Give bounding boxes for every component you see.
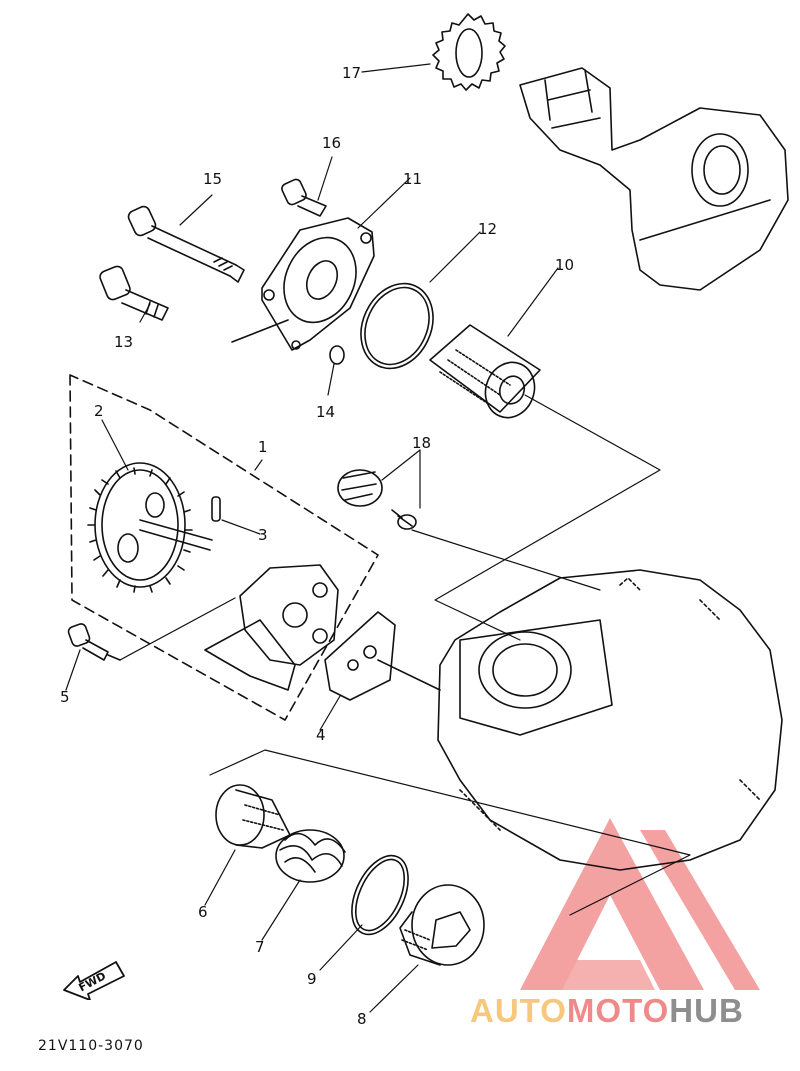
callout-7: 7 bbox=[255, 938, 265, 956]
part-9-o-ring bbox=[351, 854, 409, 936]
part-6-strainer bbox=[215, 784, 291, 849]
part-3-pin bbox=[211, 496, 221, 522]
crankshaft-assembly bbox=[519, 67, 789, 291]
callout-8: 8 bbox=[357, 1010, 367, 1028]
callout-2: 2 bbox=[94, 402, 104, 420]
part-8-drain-plug bbox=[399, 884, 485, 966]
callout-13: 13 bbox=[114, 333, 134, 351]
brand-hub: HUB bbox=[669, 992, 744, 1029]
callout-14: 14 bbox=[316, 403, 336, 421]
callout-9: 9 bbox=[307, 970, 317, 988]
part-15-bolt bbox=[127, 205, 245, 283]
callout-5: 5 bbox=[60, 688, 70, 706]
part-12-o-ring bbox=[360, 282, 434, 370]
brand-moto: MOTO bbox=[566, 992, 670, 1029]
part-5-screw bbox=[67, 623, 121, 661]
automotohub-logo-icon bbox=[520, 818, 760, 990]
part-2-pump-gear bbox=[87, 462, 213, 593]
callout-16: 16 bbox=[322, 134, 342, 152]
part-4-gasket bbox=[324, 611, 441, 701]
part-16-bolt bbox=[281, 178, 327, 217]
leader-lines bbox=[119, 394, 691, 916]
part-17-drive-sprocket bbox=[432, 13, 506, 91]
watermark-brand: AUTOMOTOHUB bbox=[470, 992, 744, 1030]
part-10-oil-filter bbox=[429, 324, 541, 419]
part-1-assembly-outline bbox=[69, 374, 379, 721]
diagram-part-code: 21V110-3070 bbox=[38, 1038, 144, 1054]
callout-18: 18 bbox=[412, 434, 432, 452]
fwd-arrow-icon: FWD bbox=[60, 948, 130, 1001]
part-18-plug-bolts bbox=[337, 469, 417, 530]
callout-6: 6 bbox=[198, 903, 208, 921]
callout-11: 11 bbox=[403, 170, 423, 188]
callout-10: 10 bbox=[555, 256, 575, 274]
callout-4: 4 bbox=[316, 726, 326, 744]
crankcase-half bbox=[437, 569, 783, 871]
part-11-pump-cover bbox=[231, 217, 375, 351]
callout-3: 3 bbox=[258, 526, 268, 544]
brand-auto: AUTO bbox=[470, 992, 567, 1029]
part-14-small-ring bbox=[329, 345, 345, 365]
callout-17: 17 bbox=[342, 64, 362, 82]
callout-pointers bbox=[65, 63, 559, 1013]
part-7-spring bbox=[275, 829, 346, 883]
callout-12: 12 bbox=[478, 220, 498, 238]
callout-15: 15 bbox=[203, 170, 223, 188]
part-13-bolt bbox=[99, 265, 169, 321]
oil-pump-body bbox=[204, 564, 339, 691]
callout-1: 1 bbox=[258, 438, 268, 456]
